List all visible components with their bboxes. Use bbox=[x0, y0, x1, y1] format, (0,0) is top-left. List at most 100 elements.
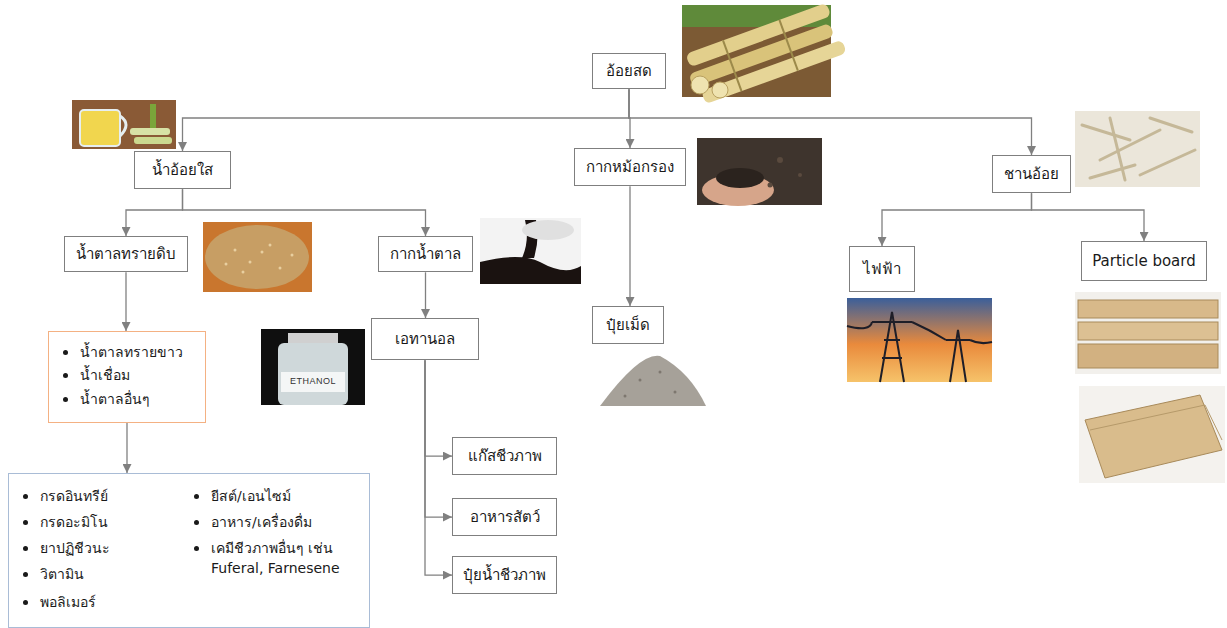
node-label: เอทานอล bbox=[394, 329, 456, 349]
illustration-part bbox=[624, 371, 677, 398]
list-item: กรดอินทรีย์ bbox=[23, 486, 191, 506]
connector-arrow bbox=[882, 193, 1032, 246]
illustration-part bbox=[779, 20, 797, 71]
illustration-part bbox=[225, 263, 228, 266]
illustration-part bbox=[1100, 130, 1160, 160]
list-item: วิตามิน bbox=[23, 564, 191, 584]
sugarcane-photo bbox=[682, 2, 847, 106]
sugarcane-photo bbox=[712, 82, 728, 98]
list-text: ยีสต์/เอนไซม์ bbox=[211, 486, 291, 506]
product-list-box: น้ำตาลทรายขาวน้ำเชื่อมน้ำตาลอื่นๆ bbox=[48, 331, 206, 423]
raw-sugar-photo bbox=[203, 222, 312, 292]
list-item: น้ำเชื่อม bbox=[63, 365, 191, 385]
illustration-part bbox=[847, 322, 992, 343]
node-label: ปุ๋ยน้ำชีวภาพ bbox=[459, 565, 550, 585]
list-text: วิตามิน bbox=[40, 564, 84, 584]
illustration-part bbox=[723, 40, 741, 91]
illustration-part bbox=[225, 244, 294, 274]
particle-board-photo bbox=[1079, 386, 1225, 483]
illustration-part bbox=[242, 271, 245, 274]
illustration-part bbox=[1082, 118, 1195, 180]
molasses-photo bbox=[480, 218, 581, 284]
particle-board-photo bbox=[1090, 405, 1222, 440]
illustration-part bbox=[777, 157, 783, 163]
ethanol-photo bbox=[261, 329, 365, 405]
bullet-dot bbox=[63, 397, 68, 402]
particle-board-photo bbox=[1079, 386, 1225, 483]
illustration-part bbox=[682, 2, 847, 106]
node-label: ไฟฟ้า bbox=[862, 259, 902, 279]
bagasse-photo bbox=[1075, 111, 1200, 187]
list-item: กรดอะมิโน bbox=[23, 512, 191, 532]
ethanol-photo bbox=[288, 333, 338, 343]
connector-arrow bbox=[1032, 193, 1145, 241]
bagasse-photo bbox=[1075, 111, 1200, 187]
illustration-part bbox=[269, 244, 272, 247]
bullet-dot bbox=[23, 600, 28, 605]
illustration-part bbox=[624, 395, 627, 398]
connector-arrow bbox=[125, 272, 126, 331]
connector-arrow bbox=[425, 272, 426, 318]
particle-board-photo bbox=[1075, 292, 1221, 374]
product-box: แก๊สชีวภาพ bbox=[452, 437, 557, 475]
juice-photo bbox=[80, 110, 120, 146]
molasses-photo bbox=[480, 257, 581, 284]
list-item: ยาปฏิชีวนะ bbox=[23, 538, 191, 558]
ethanol-photo bbox=[281, 372, 345, 392]
list-item: น้ำตาลอื่นๆ bbox=[63, 389, 191, 409]
filter-cake-photo bbox=[716, 168, 764, 188]
fertilizer-pile bbox=[600, 356, 706, 406]
molasses-photo bbox=[480, 218, 581, 284]
particle-board-photo bbox=[1078, 344, 1218, 368]
list-item: น้ำตาลทรายขาว bbox=[63, 342, 191, 362]
sugarcane-photo bbox=[691, 76, 709, 94]
connector-arrow bbox=[629, 186, 630, 306]
product-box: น้ำอ้อยใส bbox=[134, 151, 231, 189]
list-text: น้ำตาลอื่นๆ bbox=[80, 389, 150, 409]
bullet-dot bbox=[63, 373, 68, 378]
illustration-part bbox=[1082, 125, 1130, 140]
connector-arrow bbox=[425, 360, 452, 575]
node-label: น้ำอ้อยใส bbox=[151, 160, 214, 180]
node-label: น้ำตาลทรายดิบ bbox=[75, 244, 177, 264]
illustration-part bbox=[768, 183, 773, 188]
illustration-part bbox=[847, 312, 992, 382]
illustration-part bbox=[639, 379, 642, 382]
illustration-part bbox=[234, 249, 237, 252]
product-box: กากหม้อกรอง bbox=[574, 148, 686, 186]
connector-arrow bbox=[126, 423, 127, 473]
list-text: อาหาร/เครื่องดื่ม bbox=[211, 512, 312, 532]
illustration-part bbox=[1140, 150, 1195, 175]
list-text: กรดอินทรีย์ bbox=[40, 486, 108, 506]
juice-photo bbox=[72, 100, 176, 149]
node-label: กากน้ำตาล bbox=[389, 244, 462, 264]
product-list-box: กรดอินทรีย์กรดอะมิโนยาปฏิชีวนะวิตามินพอล… bbox=[8, 473, 370, 628]
node-label: อาหารสัตว์ bbox=[459, 507, 550, 527]
particle-board-photo bbox=[1078, 300, 1218, 318]
list-text: พอลิเมอร์ bbox=[40, 592, 96, 612]
molasses-photo bbox=[522, 220, 574, 240]
bullet-dot bbox=[194, 546, 199, 551]
illustration-part bbox=[291, 254, 294, 257]
raw-sugar-photo bbox=[203, 222, 312, 292]
ethanol-photo bbox=[261, 329, 365, 405]
electricity-photo bbox=[847, 298, 992, 382]
list-item: อาหาร/เครื่องดื่ม bbox=[194, 512, 362, 532]
list-text: กรดอะมิโน bbox=[40, 512, 108, 532]
node-label: กากหม้อกรอง bbox=[585, 157, 675, 177]
product-box: กากน้ำตาล bbox=[378, 236, 473, 272]
bullet-dot bbox=[194, 494, 199, 499]
illustration-part bbox=[768, 157, 803, 188]
fertilizer-pile bbox=[600, 356, 706, 406]
product-box: Particle board bbox=[1081, 241, 1207, 281]
list-item: พอลิเมอร์ bbox=[23, 592, 191, 612]
raw-sugar-photo bbox=[205, 225, 309, 289]
bottle-label: ETHANOL bbox=[281, 376, 345, 386]
illustration-part bbox=[249, 261, 252, 264]
illustration-part bbox=[1090, 165, 1135, 178]
illustration-part bbox=[261, 251, 264, 254]
illustration-part bbox=[701, 40, 847, 104]
ethanol-photo bbox=[278, 343, 348, 405]
juice-photo bbox=[120, 116, 126, 136]
